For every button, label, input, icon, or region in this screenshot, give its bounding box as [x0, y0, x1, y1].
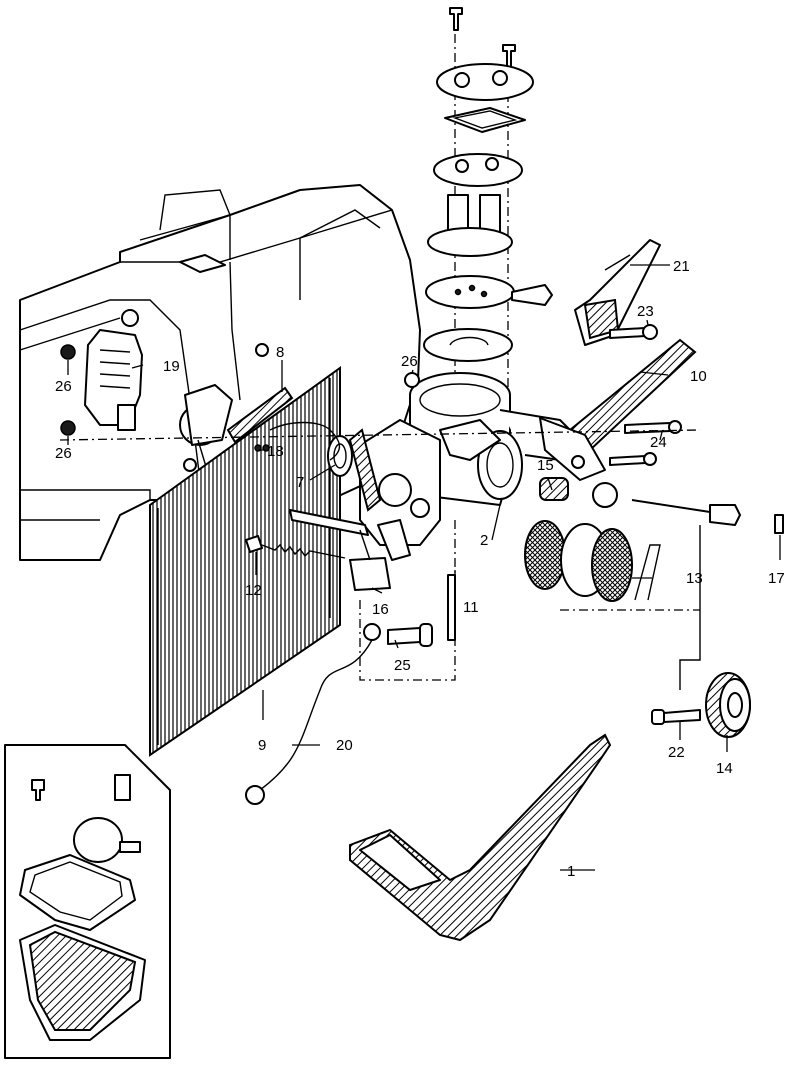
part-22-screw — [651, 709, 701, 725]
callout-17: 17 — [768, 570, 785, 587]
callout-21: 21 — [673, 258, 690, 275]
callout-26-left-upper: 26 — [55, 378, 72, 395]
callout-1: 1 — [567, 863, 575, 880]
inset-box — [4, 744, 171, 1059]
callout-labels: 1 2 7 8 9 10 11 12 13 14 15 16 17 18 19 … — [55, 258, 785, 880]
part-8-gasket — [226, 360, 294, 444]
part-19-bracket — [84, 329, 143, 431]
callout-15: 15 — [537, 457, 554, 474]
part-17-pin — [774, 514, 784, 534]
callout-20: 20 — [336, 737, 353, 754]
part-7-gasket-ring — [327, 435, 353, 477]
leader-lines — [67, 264, 781, 871]
diaphragm-stack — [423, 7, 553, 400]
callout-19: 19 — [163, 358, 180, 375]
callout-22: 22 — [668, 744, 685, 761]
callout-9: 9 — [258, 737, 266, 754]
inset-gasket — [19, 854, 136, 931]
part-14-gear — [705, 672, 751, 738]
part-1-skid-plate — [349, 733, 612, 942]
part-15-filter — [539, 477, 569, 501]
callout-18: 18 — [267, 443, 284, 460]
alignment-line-25 — [359, 600, 456, 681]
inset-sensor — [114, 774, 131, 801]
callout-2: 2 — [480, 532, 488, 549]
callout-24: 24 — [650, 434, 667, 451]
part-16-lever — [289, 509, 391, 591]
callout-12: 12 — [245, 582, 262, 599]
callout-7: 7 — [296, 474, 304, 491]
part-20-cable — [245, 623, 381, 805]
callout-23: 23 — [637, 303, 654, 320]
callout-26-center: 26 — [401, 353, 418, 370]
part-11-rod — [447, 520, 456, 641]
callout-26-left-lower: 26 — [55, 445, 72, 462]
part-24-screw — [609, 420, 682, 466]
callout-11: 11 — [463, 599, 479, 616]
part-12-spring — [245, 535, 346, 559]
part-25-screw — [387, 623, 433, 647]
guide-line-main — [59, 429, 701, 441]
callout-16: 16 — [372, 601, 389, 618]
filter-discs — [524, 520, 661, 602]
part-21-bracket — [574, 239, 661, 346]
inset-gauge — [73, 817, 141, 863]
part-10-arm — [539, 338, 697, 508]
callout-8: 8 — [276, 344, 284, 361]
callout-25: 25 — [394, 657, 411, 674]
part-23-screw — [609, 324, 658, 340]
part-13-shaft — [631, 499, 741, 690]
part-26-nut-lower — [60, 420, 76, 436]
part-18-spring-clip — [254, 421, 341, 461]
inset-plug — [31, 779, 45, 801]
part-9-cover-plate — [149, 366, 341, 757]
callout-14: 14 — [716, 760, 733, 777]
callout-10: 10 — [690, 368, 707, 385]
part-26-nut-upper — [60, 344, 76, 360]
inset-oil-pan — [19, 924, 146, 1041]
callout-13: 13 — [686, 570, 703, 587]
